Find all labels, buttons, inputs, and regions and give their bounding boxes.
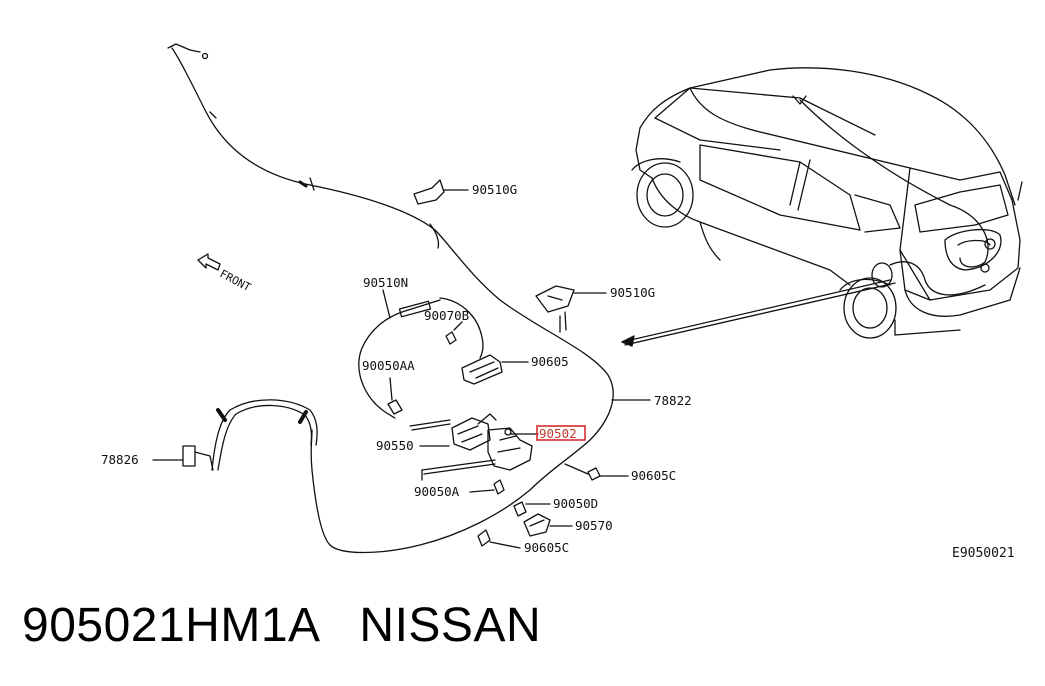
label-90050AA: 90050AA [362, 358, 415, 373]
label-90050A: 90050A [414, 484, 460, 499]
clip-90605C-right [564, 463, 629, 481]
leader-lines [152, 399, 651, 461]
label-90070B: 90070B [424, 308, 469, 323]
front-arrow-icon [197, 253, 221, 271]
diagram-ref-code: E9050021 [952, 546, 1015, 561]
label-90605C-1: 90605C [631, 468, 676, 483]
label-90510G-1: 90510G [472, 182, 517, 197]
label-90510N: 90510N [363, 275, 408, 290]
front-label: FRONT [218, 267, 254, 294]
clip-90605C-lower [477, 529, 521, 549]
label-90550: 90550 [376, 438, 414, 453]
label-78822: 78822 [654, 393, 692, 408]
bolt-90070B [445, 321, 463, 345]
brand-name: NISSAN [359, 599, 542, 652]
bolt-90050AA [387, 377, 403, 415]
highlight-box [536, 425, 586, 441]
label-90605C-2: 90605C [524, 540, 569, 555]
bolt-90050D [513, 501, 551, 517]
part-number: 905021HM1A [22, 599, 318, 652]
label-90050D: 90050D [553, 496, 598, 511]
part-caption: 905021HM1A NISSAN [22, 598, 541, 653]
latch-assembly [409, 413, 539, 471]
release-cable [167, 43, 614, 554]
label-90605: 90605 [531, 354, 569, 369]
part-labels: 90510G 90510G 90510N 90070B 90605 90050A… [101, 182, 1015, 561]
cable-90510N [358, 289, 484, 419]
label-90502: 90502 [539, 426, 577, 441]
striker-90570 [523, 513, 573, 537]
label-78826: 78826 [101, 452, 139, 467]
clip-90510G-upper [413, 179, 469, 205]
label-90570: 90570 [575, 518, 613, 533]
hose-loop [182, 399, 318, 471]
vehicle-outline [631, 67, 1023, 339]
callout-arrow [621, 279, 896, 347]
label-90510G-2: 90510G [610, 285, 655, 300]
rod-90050A [421, 459, 505, 495]
clip-90510G-mid [535, 285, 607, 313]
latch-90605 [461, 354, 529, 385]
